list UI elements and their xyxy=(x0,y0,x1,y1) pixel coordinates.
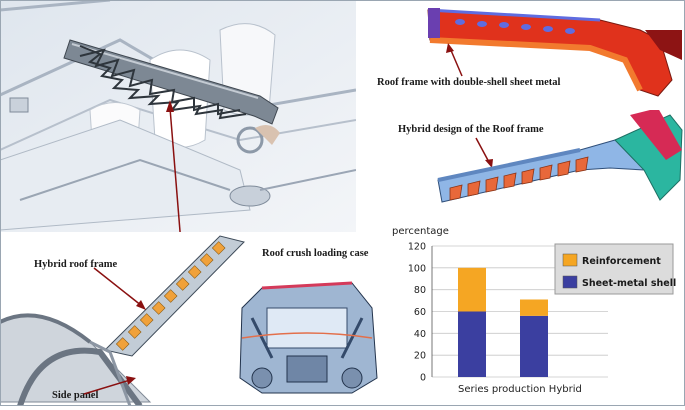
label-side-panel: Side panel xyxy=(52,390,99,401)
double-shell-roof-frame-image xyxy=(420,0,685,100)
side-panel-illustration xyxy=(0,232,250,408)
chart-y-tick-label: 20 xyxy=(414,351,426,362)
legend-label: Sheet-metal shell xyxy=(582,278,676,289)
chart-y-tick-label: 80 xyxy=(414,285,426,296)
pointer-arrow-hybrid-roof-frame xyxy=(93,267,146,310)
legend-label: Reinforcement xyxy=(582,256,661,267)
label-roof-crush: Roof crush loading case xyxy=(262,248,369,259)
roof-crush-image xyxy=(232,268,382,398)
chart-bar-reinforcement-1 xyxy=(520,299,548,316)
pointer-arrow-side-panel xyxy=(83,376,136,395)
pointer-arrow-hybrid-design xyxy=(475,137,493,168)
percentage-bar-chart: percentage 0 20 40 60 80 100 120 Series produc… xyxy=(388,222,685,406)
car-interior-illustration xyxy=(0,0,357,232)
chart-y-tick-label: 100 xyxy=(408,263,426,274)
chart-y-tick-label: 40 xyxy=(414,329,426,340)
legend-swatch xyxy=(562,275,578,289)
label-roof-frame-double-shell: Roof frame with double-shell sheet metal xyxy=(377,77,561,88)
label-hybrid-design: Hybrid design of the Roof frame xyxy=(398,124,544,135)
chart-bar-sheet-metal-shell-0 xyxy=(458,311,486,377)
chart-y-axis-label: percentage xyxy=(392,226,449,237)
hybrid-roof-frame-image xyxy=(430,108,685,210)
chart-category-axis-text: Series production Hybrid xyxy=(458,384,582,395)
roof-frame-lattice-part xyxy=(60,28,290,128)
chart-bar-sheet-metal-shell-1 xyxy=(520,315,548,377)
legend-swatch xyxy=(562,253,578,267)
chart-bar-reinforcement-0 xyxy=(458,267,486,312)
chart-y-tick-label: 120 xyxy=(408,242,426,253)
chart-y-tick-label: 0 xyxy=(420,373,426,384)
pointer-arrow-double-shell xyxy=(446,43,463,77)
label-hybrid-roof-frame: Hybrid roof frame xyxy=(34,259,118,270)
chart-y-tick-label: 60 xyxy=(414,307,426,318)
